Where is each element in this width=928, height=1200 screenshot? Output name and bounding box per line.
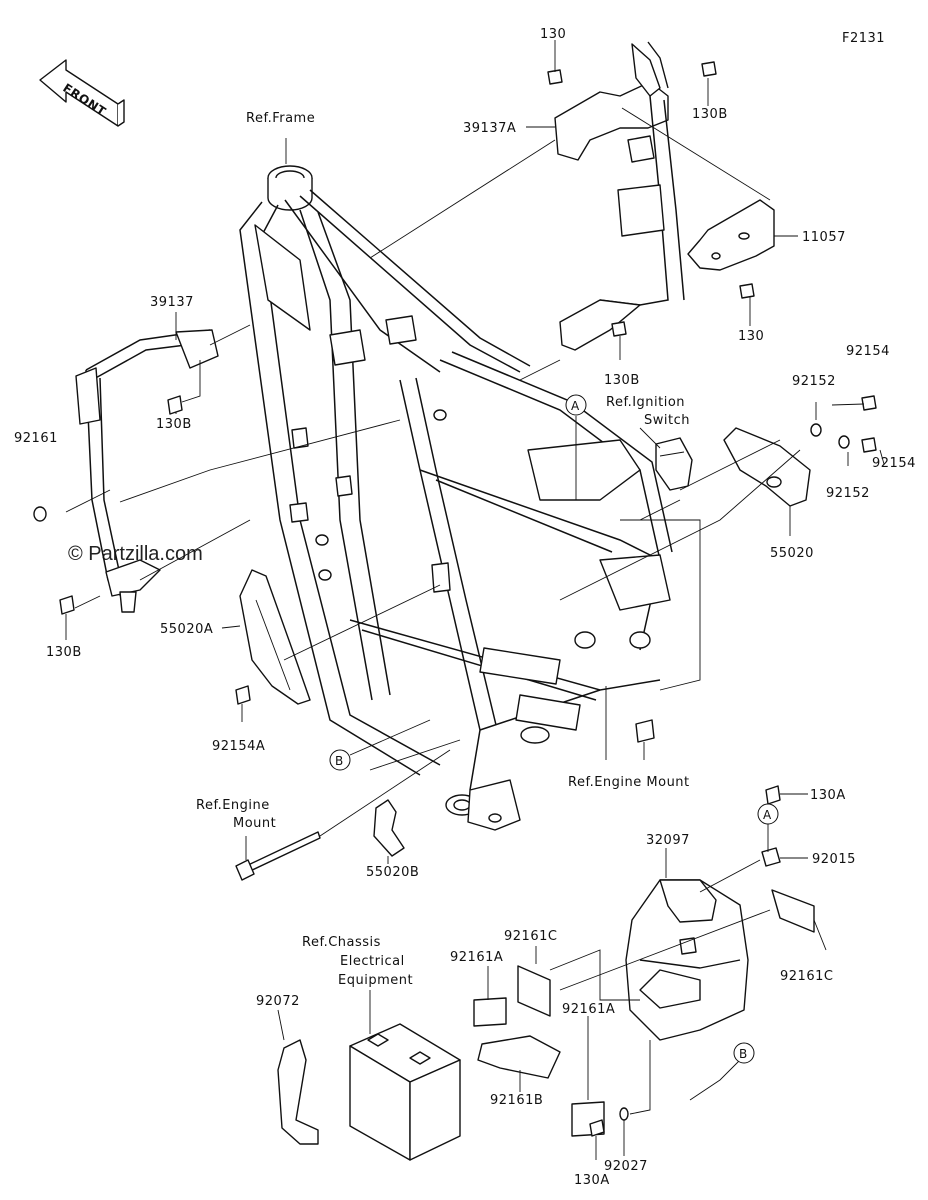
ref-engine-mount-left-label-2: Mount	[233, 816, 276, 831]
part-label-11057: 11057	[802, 230, 846, 245]
part-label-130b-mid: 130B	[604, 373, 640, 388]
fasteners	[33, 61, 877, 1137]
clip-92015	[761, 847, 781, 867]
callout-b-frame: B	[329, 749, 351, 771]
bracket-39137	[75, 329, 219, 613]
part-label-92161a-left: 92161A	[450, 950, 503, 965]
part-label-55020b: 55020B	[366, 865, 419, 880]
bracket-39137a	[554, 41, 685, 351]
part-label-130b-top: 130B	[692, 107, 728, 122]
diagram-code: F2131	[842, 31, 885, 46]
part-label-92072: 92072	[256, 994, 300, 1009]
cover-55020	[723, 427, 811, 507]
bracket-11057	[687, 199, 775, 271]
ref-engine-mount-left-label: Ref.Engine	[196, 798, 270, 813]
part-label-92161a-right: 92161A	[562, 1002, 615, 1017]
callout-a-lower: A	[757, 803, 779, 825]
cover-55020b	[373, 799, 405, 857]
ref-ignition-label-2: Switch	[644, 413, 690, 428]
part-label-92152-right: 92152	[826, 486, 870, 501]
callout-a-letter: A	[763, 808, 772, 822]
part-label-130b-left: 130B	[156, 417, 192, 432]
part-label-130-top: 130	[540, 27, 566, 42]
part-label-130b-bottom: 130B	[46, 645, 82, 660]
part-label-130-mid: 130	[738, 329, 764, 344]
part-label-92161c-right: 92161C	[780, 969, 833, 984]
part-label-39137: 39137	[150, 295, 194, 310]
battery	[349, 1023, 461, 1161]
part-label-92161c-mid: 92161C	[504, 929, 557, 944]
ref-chassis-label-2: Electrical	[340, 954, 405, 969]
part-label-92152-top: 92152	[792, 374, 836, 389]
callout-b-letter: B	[335, 754, 344, 768]
ignition-bracket	[655, 437, 693, 491]
part-label-55020: 55020	[770, 546, 814, 561]
engine-mount-bolt	[235, 831, 321, 881]
callout-b-letter: B	[739, 1047, 748, 1061]
part-label-130a-top: 130A	[810, 788, 846, 803]
part-label-39137a: 39137A	[463, 121, 516, 136]
part-label-32097: 32097	[646, 833, 690, 848]
part-label-55020a: 55020A	[160, 622, 213, 637]
front-arrow: FRONT	[39, 59, 125, 127]
leader-lines	[65, 40, 885, 1160]
part-label-92161: 92161	[14, 431, 58, 446]
ref-ignition-label: Ref.Ignition	[606, 395, 685, 410]
ref-engine-mount-right-label: Ref.Engine Mount	[568, 775, 690, 790]
part-label-92154-top: 92154	[846, 344, 890, 359]
ref-chassis-label: Ref.Chassis	[302, 935, 381, 950]
part-label-92161b: 92161B	[490, 1093, 543, 1108]
ref-frame-label: Ref.Frame	[246, 111, 315, 126]
part-label-92154a: 92154A	[212, 739, 265, 754]
part-label-130a-bottom: 130A	[574, 1173, 610, 1188]
part-label-92015: 92015	[812, 852, 856, 867]
strap-92072	[277, 1039, 319, 1145]
frame	[239, 165, 673, 831]
callout-a-letter: A	[571, 399, 580, 413]
ref-chassis-label-3: Equipment	[338, 973, 413, 988]
part-label-92154-right: 92154	[872, 456, 916, 471]
callout-b-lower: B	[733, 1042, 755, 1064]
part-label-92027: 92027	[604, 1159, 648, 1174]
battery-box-32097	[625, 879, 749, 1041]
callout-a-upper: A	[565, 394, 587, 416]
cover-55020a	[239, 569, 311, 705]
